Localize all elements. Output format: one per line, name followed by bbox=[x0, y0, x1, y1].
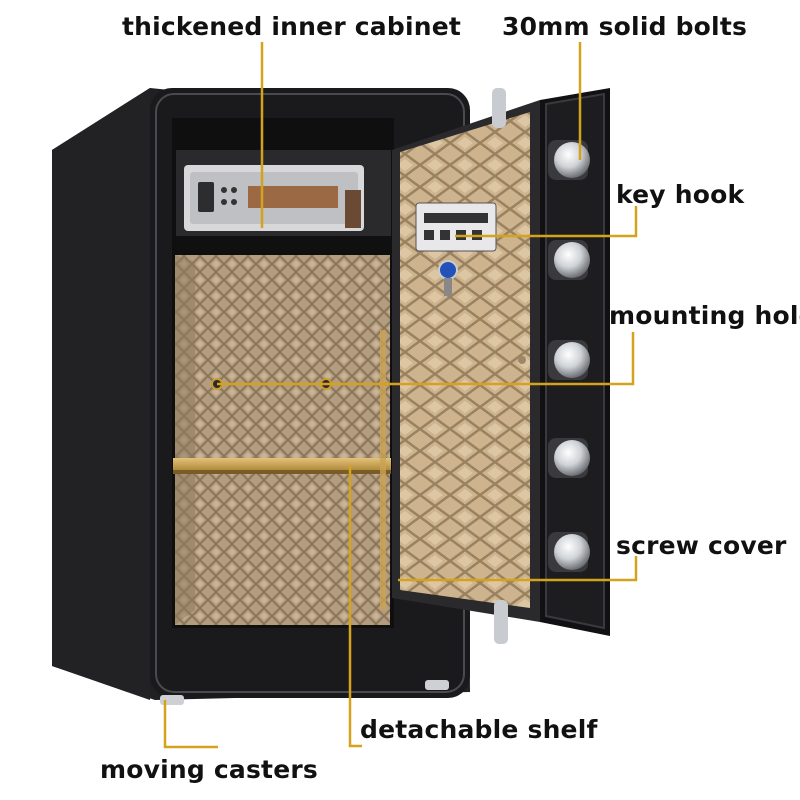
label-thickened-inner-cabinet: thickened inner cabinet bbox=[122, 12, 462, 41]
inner-cabinet bbox=[176, 150, 391, 250]
leader-lines bbox=[163, 42, 638, 749]
bolt bbox=[548, 532, 590, 572]
leader-line-screw-cover bbox=[398, 556, 638, 582]
safe-door bbox=[392, 88, 610, 644]
leader-line-moving-casters bbox=[163, 700, 218, 749]
label-moving-casters: moving casters bbox=[100, 755, 318, 784]
solid-bolts bbox=[548, 140, 590, 572]
label-screw-cover: screw cover bbox=[616, 531, 787, 560]
bolt bbox=[548, 438, 590, 478]
label-solid-bolts: 30mm solid bolts bbox=[502, 12, 748, 41]
label-detachable-shelf: detachable shelf bbox=[360, 715, 598, 744]
leader-line-key-hook bbox=[455, 206, 638, 238]
leader-line-detachable-shelf bbox=[348, 466, 362, 748]
detachable-shelf bbox=[173, 330, 391, 610]
bolt bbox=[548, 240, 590, 280]
bolt bbox=[548, 340, 590, 380]
bolt bbox=[548, 140, 590, 180]
label-mounting-hole: mounting hole bbox=[609, 301, 800, 330]
label-key-hook: key hook bbox=[616, 180, 745, 209]
leader-line-mounting-hole bbox=[217, 332, 635, 386]
